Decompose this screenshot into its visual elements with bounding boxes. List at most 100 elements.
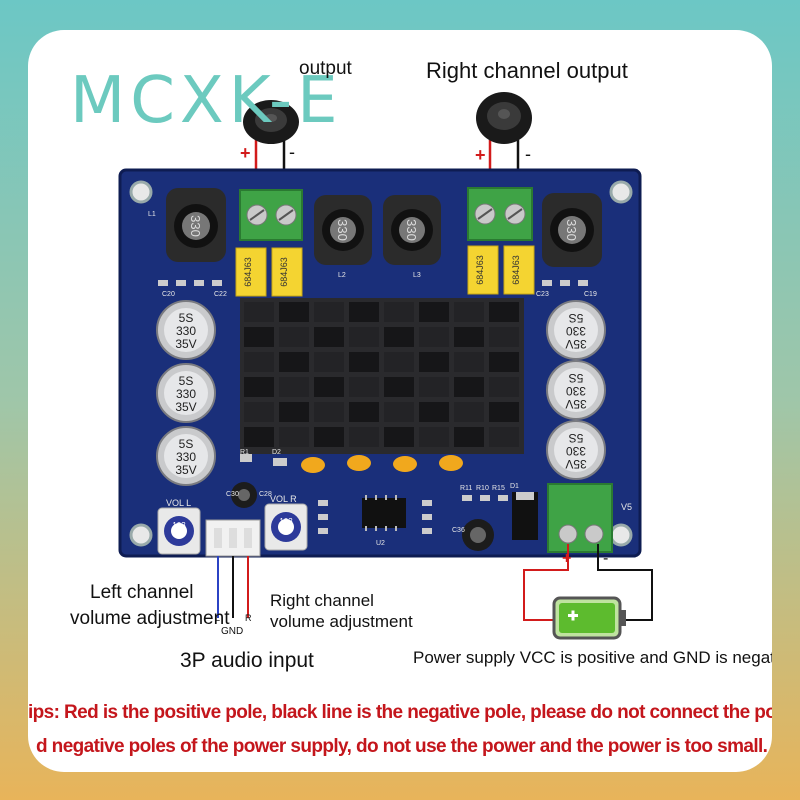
svg-text:330: 330 [404,219,419,241]
heatsink-fin [419,352,449,372]
svg-text:330: 330 [188,215,203,237]
power-plus-mark: + [562,550,571,567]
svg-text:5S: 5S [179,437,194,451]
inductor-l4: 330 [542,193,602,267]
heatsink-fin [454,352,484,372]
inductor-l1: 330 [166,188,226,262]
svg-text:330: 330 [564,219,579,241]
heatsink-fin [349,427,379,447]
left-output-terminal [239,189,303,241]
svg-text:5S: 5S [569,311,584,325]
heatsink-fin [419,327,449,347]
heatsink-fin [454,377,484,397]
film-capacitors-right: 684J63 684J63 [467,245,535,295]
svg-text:U2: U2 [376,540,385,547]
svg-text:35V: 35V [565,457,586,471]
svg-text:R15: R15 [492,485,505,492]
heatsink [240,298,524,454]
cap-c30 [231,482,257,508]
heatsink-fin [454,402,484,422]
svg-text:103: 103 [279,517,293,526]
volume-pot-left: 103 [157,507,201,555]
svg-text:VOL R: VOL R [270,494,297,504]
svg-text:C36: C36 [452,527,465,534]
svg-text:684J63: 684J63 [511,255,521,285]
heatsink-fin [454,327,484,347]
right-output-terminal [467,187,533,241]
heatsink-fin [349,327,379,347]
heatsink-fin [279,402,309,422]
svg-text:35V: 35V [175,337,196,351]
ic-chip-u2 [362,495,406,531]
svg-text:R1: R1 [240,449,249,456]
left-minus-mark: - [289,142,295,162]
heatsink-fin [244,427,274,447]
svg-text:684J63: 684J63 [243,257,253,287]
svg-text:C22: C22 [214,291,227,298]
svg-text:330: 330 [176,324,196,338]
left-speaker-icon [243,100,299,144]
svg-text:VOL L: VOL L [166,498,191,508]
svg-text:C30: C30 [226,491,239,498]
power-minus-mark: - [603,550,608,567]
svg-text:684J63: 684J63 [279,257,289,287]
svg-text:R10: R10 [476,485,489,492]
volume-pot-right: 103 [264,503,308,551]
heatsink-fin [314,427,344,447]
heatsink-fin [454,302,484,322]
svg-text:L3: L3 [413,272,421,279]
svg-text:L1: L1 [148,211,156,218]
heatsink-fin [384,427,414,447]
left-volume-label-line2: volume adjustment [70,608,230,629]
svg-text:330: 330 [566,384,586,398]
heatsink-fin [489,377,519,397]
svg-text:330: 330 [176,450,196,464]
svg-text:C28: C28 [259,491,272,498]
heatsink-fin [384,352,414,372]
diode-d1 [512,492,538,540]
svg-text:D1: D1 [510,483,519,490]
audio-input-connector [205,519,261,557]
heatsink-fin [314,327,344,347]
audio-input-label: 3P audio input [180,649,314,672]
heatsink-fin [489,352,519,372]
heatsink-fin [454,427,484,447]
svg-text:684J63: 684J63 [475,255,485,285]
heatsink-fin [244,352,274,372]
svg-text:103: 103 [172,521,186,530]
smd-parts [158,280,588,534]
heatsink-fin [279,377,309,397]
right-minus-mark: - [525,144,531,164]
svg-text:35V: 35V [565,337,586,351]
heatsink-fin [489,327,519,347]
heatsink-fin [244,377,274,397]
heatsink-fin [349,402,379,422]
pin-gnd-label: GND [221,626,244,637]
svg-text:5S: 5S [569,371,584,385]
svg-text:D2: D2 [272,449,281,456]
inductor-l3: 330 [383,195,441,265]
heatsink-fin [279,352,309,372]
power-terminal [547,483,613,553]
svg-text:35V: 35V [175,463,196,477]
power-supply-label: Power supply VCC is positive and GND is … [413,648,772,667]
cap-c36 [462,519,494,551]
left-volume-label-line1: Left channel [90,582,194,603]
heatsink-fin [384,402,414,422]
svg-text:R11: R11 [460,485,472,492]
silkscreen-labels: L1 L2 L3 C20 C22 C23 C19 C30 C28 R1 D2 D… [148,211,632,547]
ceramic-caps [301,455,463,473]
left-plus-mark: + [240,143,251,163]
heatsink-fin [384,302,414,322]
heatsink-fin [279,302,309,322]
heatsink-fin [314,377,344,397]
svg-text:330: 330 [176,387,196,401]
heatsink-fin [349,302,379,322]
svg-text:5S: 5S [179,374,194,388]
heatsink-fin [419,302,449,322]
